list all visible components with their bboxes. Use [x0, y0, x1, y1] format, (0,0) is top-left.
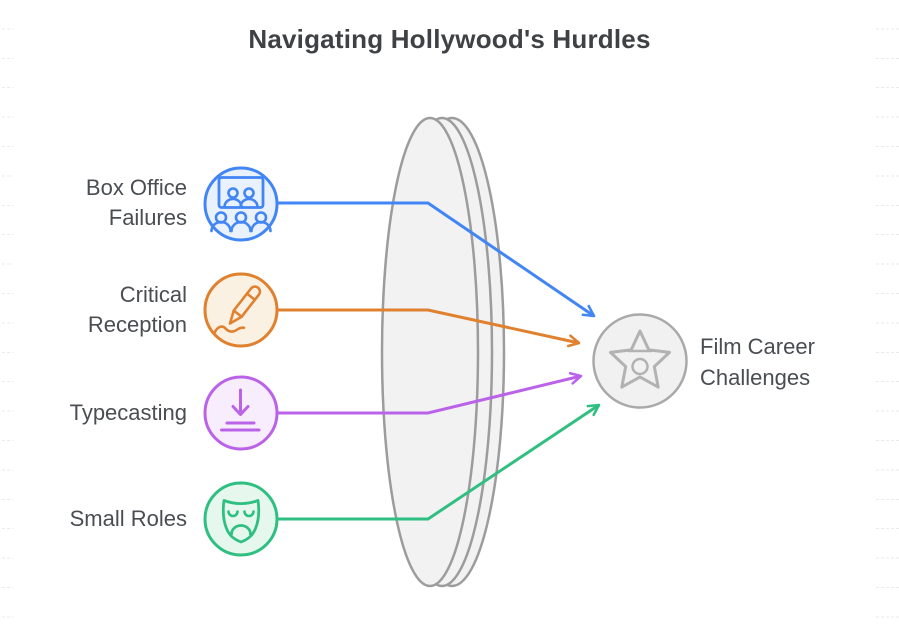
- download-arrow-icon: [203, 375, 279, 451]
- page-title: Navigating Hollywood's Hurdles: [248, 24, 651, 54]
- label-typecasting: Typecasting: [69, 400, 187, 425]
- audience-screen-icon: [203, 166, 279, 242]
- background-ruled-lines-right: [874, 0, 899, 635]
- arrow-small-roles: [277, 403, 601, 521]
- arrow-box-office-failures: [277, 201, 596, 318]
- label-film-career-challenges: Film Career Challenges: [700, 334, 815, 390]
- background-ruled-lines-left: [0, 0, 13, 635]
- pen-signature-icon: [203, 272, 279, 348]
- funnel-lens-shape: [380, 116, 506, 588]
- arrow-critical-reception: [277, 308, 581, 348]
- label-critical-reception: Critical Reception: [87, 282, 187, 337]
- label-box-office-failures: Box Office Failures: [85, 175, 187, 230]
- sad-theater-mask-icon: [203, 481, 279, 557]
- star-of-fame-icon: [592, 313, 688, 409]
- label-small-roles: Small Roles: [69, 506, 187, 531]
- arrow-typecasting: [277, 371, 583, 415]
